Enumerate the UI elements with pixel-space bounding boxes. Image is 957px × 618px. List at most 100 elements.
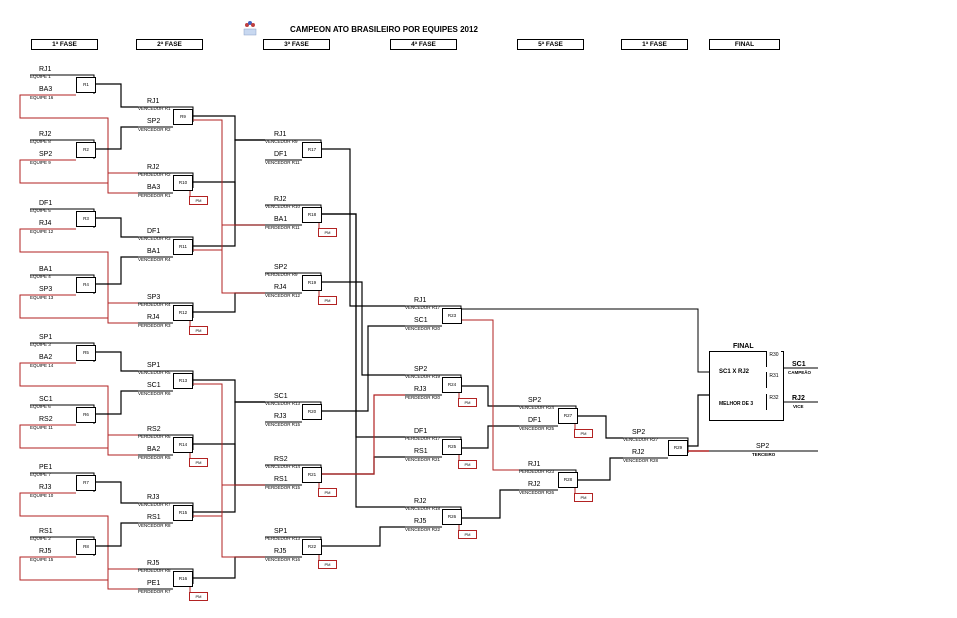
team-top: DF1 [147,228,161,235]
pm-box: PM [189,458,208,467]
team-top-sub: VENCEDOR R13 [265,401,301,406]
third-label: TERCEIRO [752,452,776,457]
team-top: RJ1 [147,98,160,105]
pm-box: PM [458,398,477,407]
r3-path [321,456,405,475]
match-box-r19: R19 [302,275,322,291]
team-bottom-sub: VENCEDOR R26 [519,490,555,495]
team-top-sub: EQUIPE 4 [30,274,51,279]
team-top-sub: VENCEDOR R17 [405,305,441,310]
match-box-r23: R23 [442,308,462,324]
r1-loser-path [19,294,138,319]
team-bottom-sub: PERDEDOR R15 [265,485,301,490]
team-top: PE1 [39,464,53,471]
match-box-r22: R22 [302,539,322,555]
r2-loser-path [193,224,265,251]
page-title: CAMPEON ATO BRASILEIRO POR EQUIPES 2012 [290,25,478,34]
final-code-1: R30 [766,351,781,367]
r3-path [321,213,405,508]
vice-team: RJ2 [792,395,805,402]
team-bottom: SP3 [39,286,53,293]
r1-winner-path [94,481,138,504]
r1-loser-path [19,556,138,581]
team-bottom: RJ4 [39,220,52,227]
r1-winner-path [94,351,138,372]
team-top: RJ2 [147,164,160,171]
r1-loser-path [19,228,138,324]
match-box-r12: R12 [173,305,193,321]
team-top-sub: PERDEDOR R9 [265,272,298,277]
team-bottom: BA2 [147,446,161,453]
match-box-r10: R10 [173,175,193,191]
team-top-sub: EQUIPE 1 [30,74,51,79]
team-bottom-sub: VENCEDOR R28 [623,458,659,463]
team-bottom-sub: VENCEDOR R4 [138,257,171,262]
team-bottom: BA2 [39,354,53,361]
r3-path [321,281,405,376]
team-bottom-sub: VENCEDOR R21 [405,457,441,462]
team-top-sub: VENCEDOR R5 [138,370,171,375]
team-bottom-sub: VENCEDOR R11 [265,160,300,165]
team-bottom: DF1 [528,417,542,424]
team-top: SP1 [147,362,161,369]
team-top: SP1 [274,528,288,535]
team-bottom: RJ3 [414,386,427,393]
team-bottom: RS1 [274,476,288,483]
team-top: RJ1 [528,461,541,468]
r2-loser-path [193,484,265,517]
team-top: DF1 [414,428,428,435]
r1-winner-path [94,256,138,285]
r5-path [576,457,623,481]
team-top: RJ3 [147,494,160,501]
team-top: RS1 [39,528,53,535]
team-top-sub: VENCEDOR R19 [405,374,441,379]
team-top-sub: PERDEDOR R23 [519,469,555,474]
match-box-r27: R27 [558,408,578,424]
r2-top-line [138,106,194,122]
team-bottom: RJ2 [632,449,645,456]
team-top-sub: PERDEDOR R6 [138,434,171,439]
r4-path [461,425,519,449]
team-top: RS2 [147,426,161,433]
team-top: RJ2 [414,498,427,505]
final-path-2 [688,394,709,447]
team-bottom-sub: EQUIPE 12 [30,229,54,234]
team-top: SP2 [414,366,428,373]
team-top-sub: VENCEDOR R27 [623,437,659,442]
team-top-sub: PERDEDOR R4 [138,302,171,307]
third-team: SP2 [756,443,770,450]
team-bottom: RS1 [414,448,428,455]
team-bottom-sub: VENCEDOR R12 [265,293,301,298]
team-top-sub: EQUIPE 6 [30,404,51,409]
team-top: RJ2 [274,196,287,203]
match-box-r13: R13 [173,373,193,389]
team-top: SP2 [528,397,542,404]
phase-header-4: 4ª FASE [390,39,457,50]
r2-top-line [138,172,194,188]
team-bottom: RS2 [39,416,53,423]
team-bottom: RJ4 [147,314,160,321]
match-box-r17: R17 [302,142,322,158]
r1-winner-path [94,390,138,415]
r3-path [321,325,405,412]
team-bottom-sub: VENCEDOR R22 [405,527,441,532]
team-bottom: RJ3 [274,413,287,420]
r2-top-line [138,434,194,450]
match-box-r16: R16 [173,571,193,587]
team-bottom-sub: EQUIPE 14 [30,363,54,368]
match-box-r15: R15 [173,505,193,521]
match-box-r9: R9 [173,109,193,125]
team-bottom: DF1 [274,151,288,158]
team-bottom: SP2 [39,151,53,158]
r2-winner-path [193,401,265,513]
team-bottom: RJ5 [414,518,427,525]
team-bottom-sub: EQUIPE 9 [30,160,51,165]
r3-path [321,526,405,547]
trophy-logo-icon [243,20,257,36]
team-bottom-sub: VENCEDOR R6 [138,391,171,396]
r1-winner-path [94,126,138,150]
team-bottom-sub: PERDEDOR R5 [138,455,171,460]
team-bottom-sub: VENCEDOR R8 [138,523,171,528]
pm-box: PM [458,460,477,469]
